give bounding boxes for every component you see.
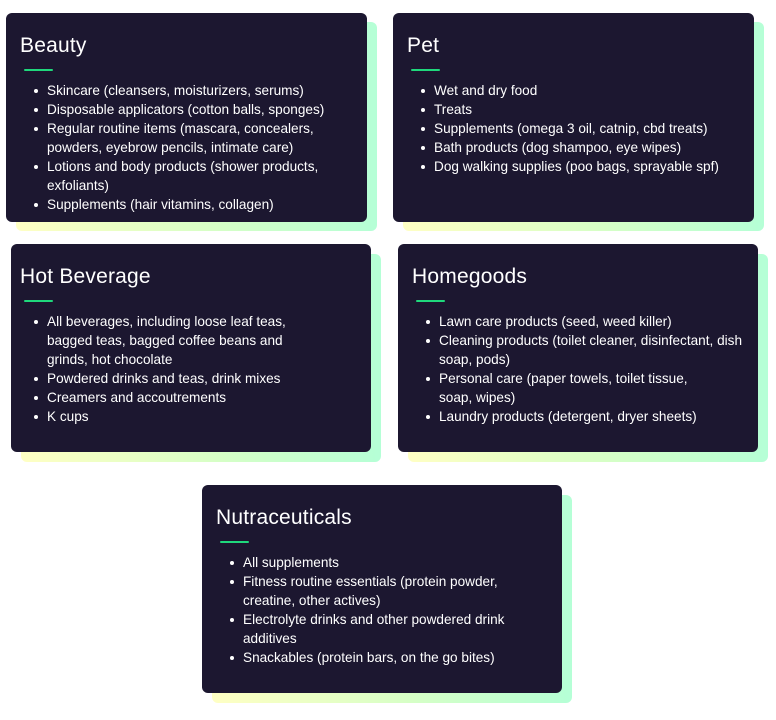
list-item: Electrolyte drinks and other powdered dr… <box>230 610 543 648</box>
list-item: Creamers and accoutrements <box>34 388 357 407</box>
list-item: All supplements <box>230 553 548 572</box>
item-list: All beverages, including loose leaf teas… <box>20 312 357 426</box>
title-underline <box>411 69 440 71</box>
card-beauty: Beauty Skincare (cleansers, moisturizers… <box>6 13 377 231</box>
list-item: Treats <box>421 100 740 119</box>
card-pet: Pet Wet and dry food Treats Supplements … <box>393 13 764 231</box>
list-item: Lotions and body products (shower produc… <box>34 157 353 195</box>
card-nutraceuticals: Nutraceuticals All supplements Fitness r… <box>202 485 572 703</box>
list-item: Fitness routine essentials (protein powd… <box>230 572 528 610</box>
card-panel: Homegoods Lawn care products (seed, weed… <box>398 244 758 452</box>
card-panel: Beauty Skincare (cleansers, moisturizers… <box>6 13 367 222</box>
list-item: Skincare (cleansers, moisturizers, serum… <box>34 81 353 100</box>
list-item: Regular routine items (mascara, conceale… <box>34 119 353 157</box>
card-panel: Hot Beverage All beverages, including lo… <box>11 244 371 452</box>
list-item: Personal care (paper towels, toilet tiss… <box>426 369 719 407</box>
card-title: Pet <box>407 34 440 57</box>
card-hot-beverage: Hot Beverage All beverages, including lo… <box>11 244 381 462</box>
list-item: Bath products (dog shampoo, eye wipes) <box>421 138 740 157</box>
card-title: Homegoods <box>412 265 528 288</box>
list-item: Supplements (omega 3 oil, catnip, cbd tr… <box>421 119 740 138</box>
list-item: Dog walking supplies (poo bags, sprayabl… <box>421 157 740 176</box>
list-item: All beverages, including loose leaf teas… <box>34 312 312 369</box>
title-underline <box>24 300 53 302</box>
list-item: Powdered drinks and teas, drink mixes <box>34 369 357 388</box>
list-item: K cups <box>34 407 357 426</box>
item-list: All supplements Fitness routine essentia… <box>216 553 548 667</box>
item-list: Wet and dry food Treats Supplements (ome… <box>407 81 740 176</box>
title-underline <box>24 69 53 71</box>
title-underline <box>416 300 445 302</box>
item-list: Skincare (cleansers, moisturizers, serum… <box>20 81 353 214</box>
card-homegoods: Homegoods Lawn care products (seed, weed… <box>398 244 768 462</box>
list-item: Laundry products (detergent, dryer sheet… <box>426 407 744 426</box>
list-item: Disposable applicators (cotton balls, sp… <box>34 100 353 119</box>
item-list: Lawn care products (seed, weed killer) C… <box>412 312 744 426</box>
list-item: Wet and dry food <box>421 81 740 100</box>
list-item: Cleaning products (toilet cleaner, disin… <box>426 333 743 367</box>
card-title: Hot Beverage <box>20 265 151 288</box>
title-underline <box>220 541 249 543</box>
list-item: Lawn care products (seed, weed killer) <box>426 312 744 331</box>
card-panel: Nutraceuticals All supplements Fitness r… <box>202 485 562 693</box>
list-item: Snackables (protein bars, on the go bite… <box>230 648 548 667</box>
card-panel: Pet Wet and dry food Treats Supplements … <box>393 13 754 222</box>
card-title: Nutraceuticals <box>216 506 352 529</box>
card-title: Beauty <box>20 34 87 57</box>
list-item: Supplements (hair vitamins, collagen) <box>34 195 353 214</box>
